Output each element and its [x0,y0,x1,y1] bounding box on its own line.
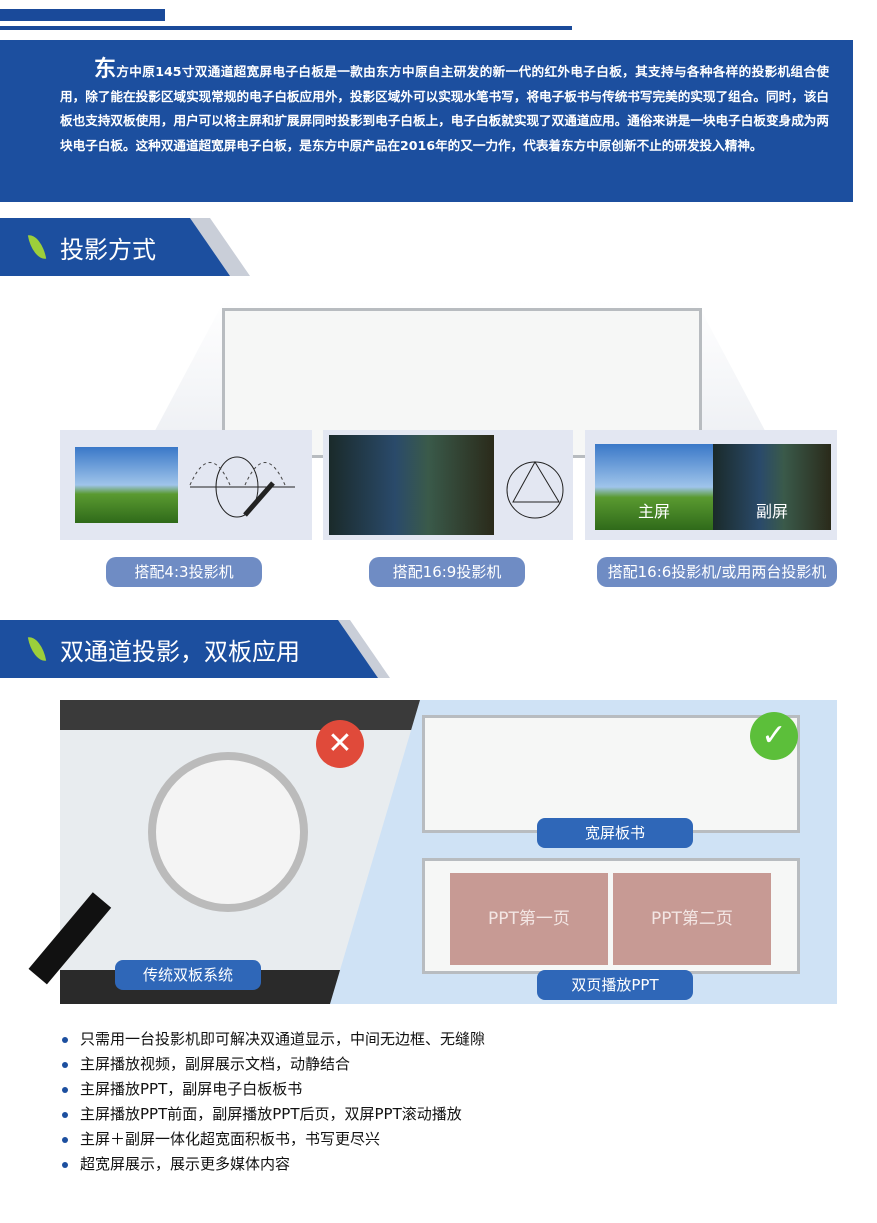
label-16-6: 搭配16:6投影机/或用两台投影机 [597,557,837,587]
desktop-image [329,435,494,535]
desktop-image [75,447,178,523]
header-bar [0,9,165,21]
check-icon: ✓ [750,712,798,760]
wide-writing-board [422,715,800,833]
main-screen-label: 主屏 [637,502,670,521]
ppt-label: 双页播放PPT [537,970,693,1000]
sub-screen-label: 副屏 [755,502,788,521]
feature-bullet: 主屏播放PPT前面，副屏播放PPT后页，双屏PPT滚动播放 [62,1102,462,1127]
feature-bullet: 超宽屏展示，展示更多媒体内容 [62,1152,290,1177]
header-line [0,26,572,30]
wide-writing-label: 宽屏板书 [537,818,693,848]
panel-16-6: 主屏 副屏 [585,430,837,540]
sub-screen-image [713,444,831,530]
traditional-label: 传统双板系统 [115,960,261,990]
section-header-dual: 双通道投影，双板应用 [0,620,390,678]
feature-bullet: 主屏播放PPT，副屏电子白板板书 [62,1077,302,1102]
feature-bullet: 主屏＋副屏一体化超宽面积板书，书写更尽兴 [62,1127,380,1152]
dual-board-illustration: ✕ 传统双板系统 ✓ 宽屏板书 PPT第一页 PPT第二页 双页播放PPT [28,700,837,1004]
math-sketch [189,456,295,518]
intro-first-char: 东 [94,57,117,82]
section-title: 投影方式 [60,236,156,264]
feature-bullet: 只需用一台投影机即可解决双通道显示，中间无边框、无缝隙 [62,1027,485,1052]
label-4-3: 搭配4:3投影机 [106,557,262,587]
section-header-projection: 投影方式 [0,218,250,276]
ppt-page-1: PPT第一页 [450,873,608,965]
label-16-9: 搭配16:9投影机 [369,557,525,587]
feature-bullet: 主屏播放视频，副屏展示文档，动静结合 [62,1052,350,1077]
section-title: 双通道投影，双板应用 [60,638,300,666]
panel-16-9 [323,430,573,540]
main-screen-image [595,444,713,530]
intro-box: 东方中原145寸双通道超宽屏电子白板是一款由东方中原自主研发的新一代的红外电子白… [0,40,853,202]
magnifier-icon [148,752,308,912]
triangle-sketch [506,460,564,519]
panel-4-3 [60,430,312,540]
ppt-page-2: PPT第二页 [613,873,771,965]
wrong-icon: ✕ [316,720,364,768]
intro-text: 方中原145寸双通道超宽屏电子白板是一款由东方中原自主研发的新一代的红外电子白板… [60,64,829,153]
